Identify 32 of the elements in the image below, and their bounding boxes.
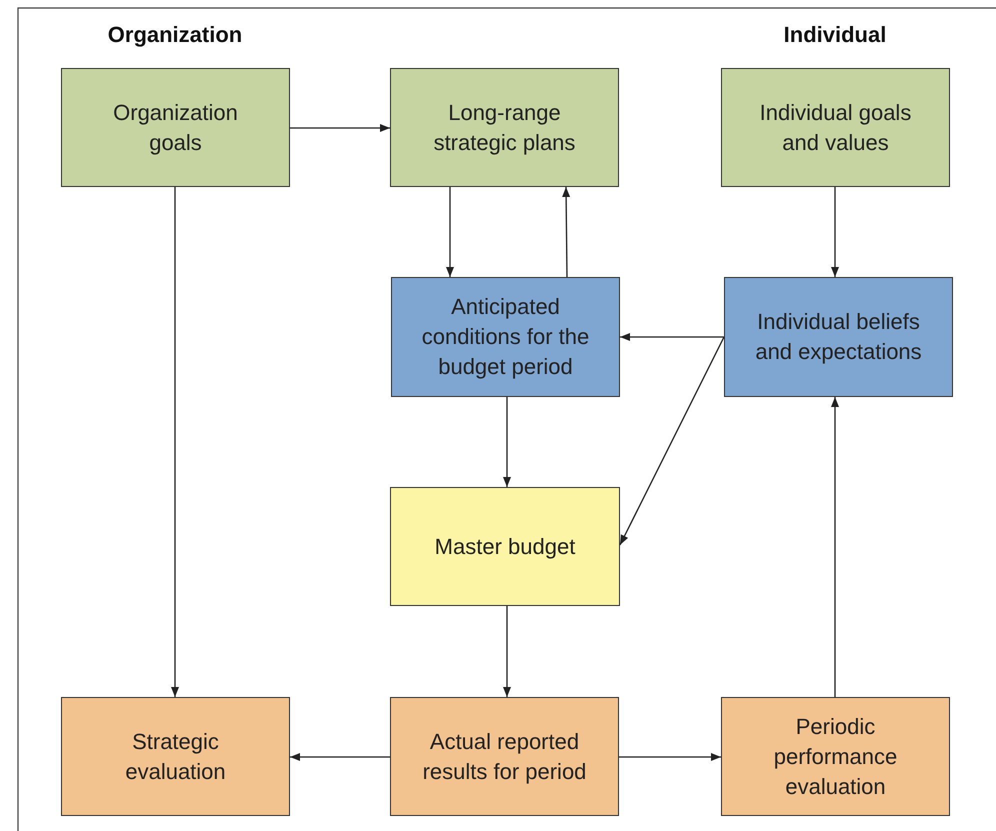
- column-heading: Individual: [784, 22, 886, 48]
- process-box: [390, 487, 620, 606]
- arrow: [171, 187, 179, 697]
- arrow: [619, 336, 725, 546]
- process-box: [390, 697, 619, 816]
- arrow: [290, 124, 390, 132]
- box-text: Organization goals: [112, 98, 239, 157]
- process-box: [721, 68, 950, 187]
- process-box: [391, 277, 620, 397]
- process-box: [721, 697, 950, 816]
- arrow: [620, 333, 724, 341]
- box-text: Individual goals and values: [758, 98, 912, 156]
- box-text: Master budget: [434, 532, 576, 561]
- box-text: Periodic performance evaluation: [772, 712, 898, 800]
- box-text: Actual reported results for period: [422, 728, 588, 786]
- arrow: [831, 187, 839, 277]
- arrow: [619, 753, 721, 761]
- box-text: Individual beliefs and expectations: [754, 308, 923, 366]
- arrow: [503, 397, 511, 487]
- arrow: [562, 187, 570, 277]
- column-heading: Organization: [108, 22, 242, 48]
- box-text: Anticipated conditions for the budget period: [420, 293, 590, 381]
- process-box: [724, 277, 953, 397]
- arrow: [831, 397, 839, 697]
- process-box: [61, 68, 290, 187]
- process-box: [61, 697, 290, 816]
- process-box: [390, 68, 619, 187]
- box-text: Long-range strategic plans: [432, 98, 576, 157]
- arrow: [290, 753, 390, 761]
- arrow: [446, 187, 454, 277]
- arrow: [503, 606, 511, 697]
- box-text: Strategic evaluation: [124, 728, 227, 786]
